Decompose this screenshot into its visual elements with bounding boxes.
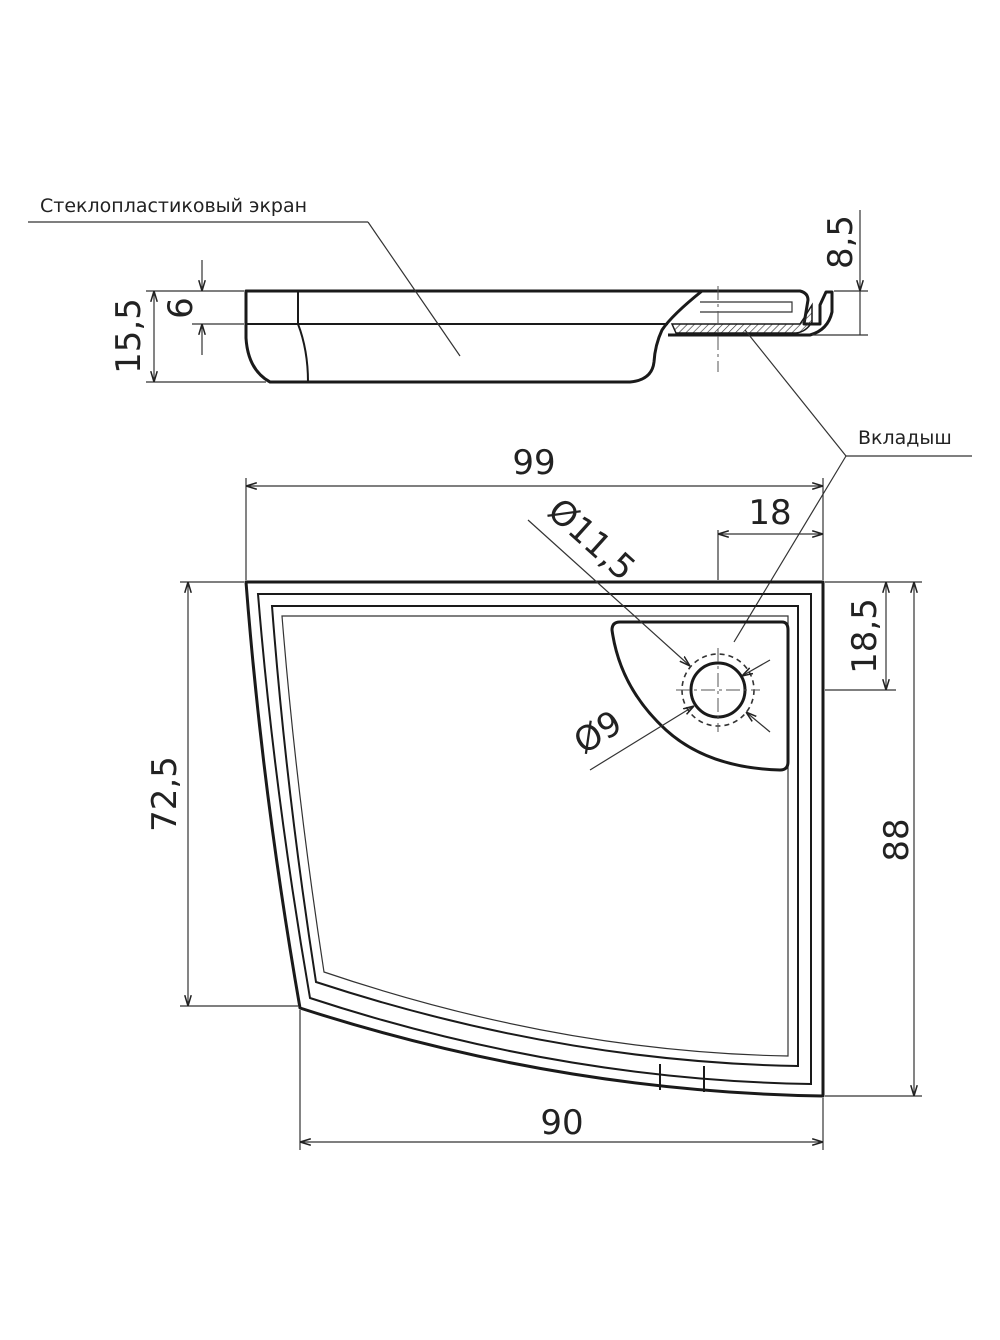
tray-bowl-inner — [281, 615, 789, 1057]
tray-outline — [244, 580, 825, 1098]
dim-width-bottom: 90 — [540, 1103, 583, 1143]
dim-drain-outer: Ø11,5 — [540, 491, 643, 589]
dim-width-top: 99 — [512, 443, 555, 483]
dim-right-side: 88 — [877, 818, 917, 861]
dim-insert-height: 8,5 — [821, 215, 861, 269]
tray-bowl-outer — [270, 605, 799, 1068]
tray-side-profile — [244, 289, 704, 384]
insert-hatch — [670, 302, 813, 334]
dim-drain-inner: Ø9 — [567, 703, 629, 763]
drain-outer-circle — [681, 653, 755, 727]
drain-insert — [610, 620, 790, 772]
insert-channel — [700, 301, 793, 313]
side-view: 15,5 6 8,5 Стеклопластиковый экран Вклад… — [28, 195, 972, 643]
tray-inner-rim — [256, 593, 812, 1086]
label-insert: Вкладыш — [858, 427, 952, 449]
dim-drain-offset-y: 18,5 — [845, 598, 885, 674]
dim-rim-height: 6 — [161, 297, 201, 319]
top-view: Ø11,5 Ø9 99 18 18,5 88 72,5 90 — [145, 443, 922, 1150]
dim-drain-offset-x: 18 — [748, 493, 791, 533]
insert-profile — [668, 289, 834, 337]
label-screen: Стеклопластиковый экран — [40, 195, 307, 217]
dim-left-side: 72,5 — [145, 756, 185, 832]
dim-total-height: 15,5 — [109, 298, 149, 374]
panel-joint-bottom — [297, 323, 309, 383]
